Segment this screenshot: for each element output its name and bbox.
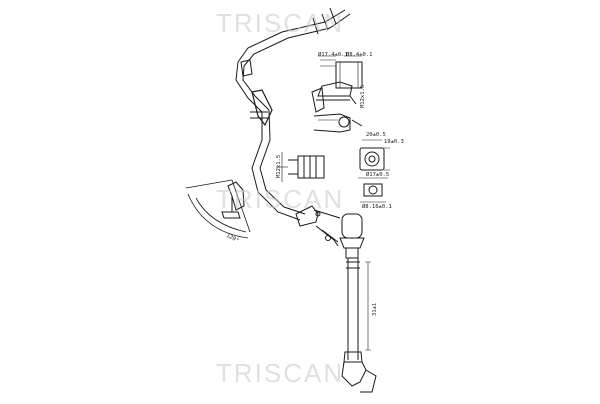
dim-label: Ø8.4±0.1 — [346, 51, 373, 58]
dim-label: Ø17.4±0.1 — [318, 51, 348, 58]
detail-flange — [358, 177, 388, 203]
dim-label: Ø8.16±0.1 — [362, 203, 392, 210]
detail-nut — [313, 113, 363, 133]
detail-connector — [276, 152, 325, 182]
mid-fitting — [295, 205, 341, 247]
dim-label: M12x1.5 — [276, 155, 282, 178]
detail-fitting-top — [311, 55, 363, 113]
bracket-detail — [185, 179, 251, 239]
dim-label: 19±0.3 — [384, 139, 404, 145]
watermark-middle: TRISCAN — [216, 184, 345, 214]
dim-label: 31±1 — [372, 303, 378, 316]
watermark-top: TRISCAN — [216, 8, 345, 38]
hose-upper — [235, 7, 351, 221]
dim-label: Ø17±0.5 — [366, 171, 389, 178]
crimp-fitting — [339, 213, 365, 259]
vertical-pipe — [341, 258, 377, 393]
dim-label: 20±0.5 — [366, 132, 386, 138]
watermark-bottom: TRISCAN — [216, 358, 345, 388]
dim-label: 120° — [225, 233, 239, 245]
dim-label: M12x1.5 — [360, 85, 366, 108]
detail-nut-section — [359, 139, 390, 171]
